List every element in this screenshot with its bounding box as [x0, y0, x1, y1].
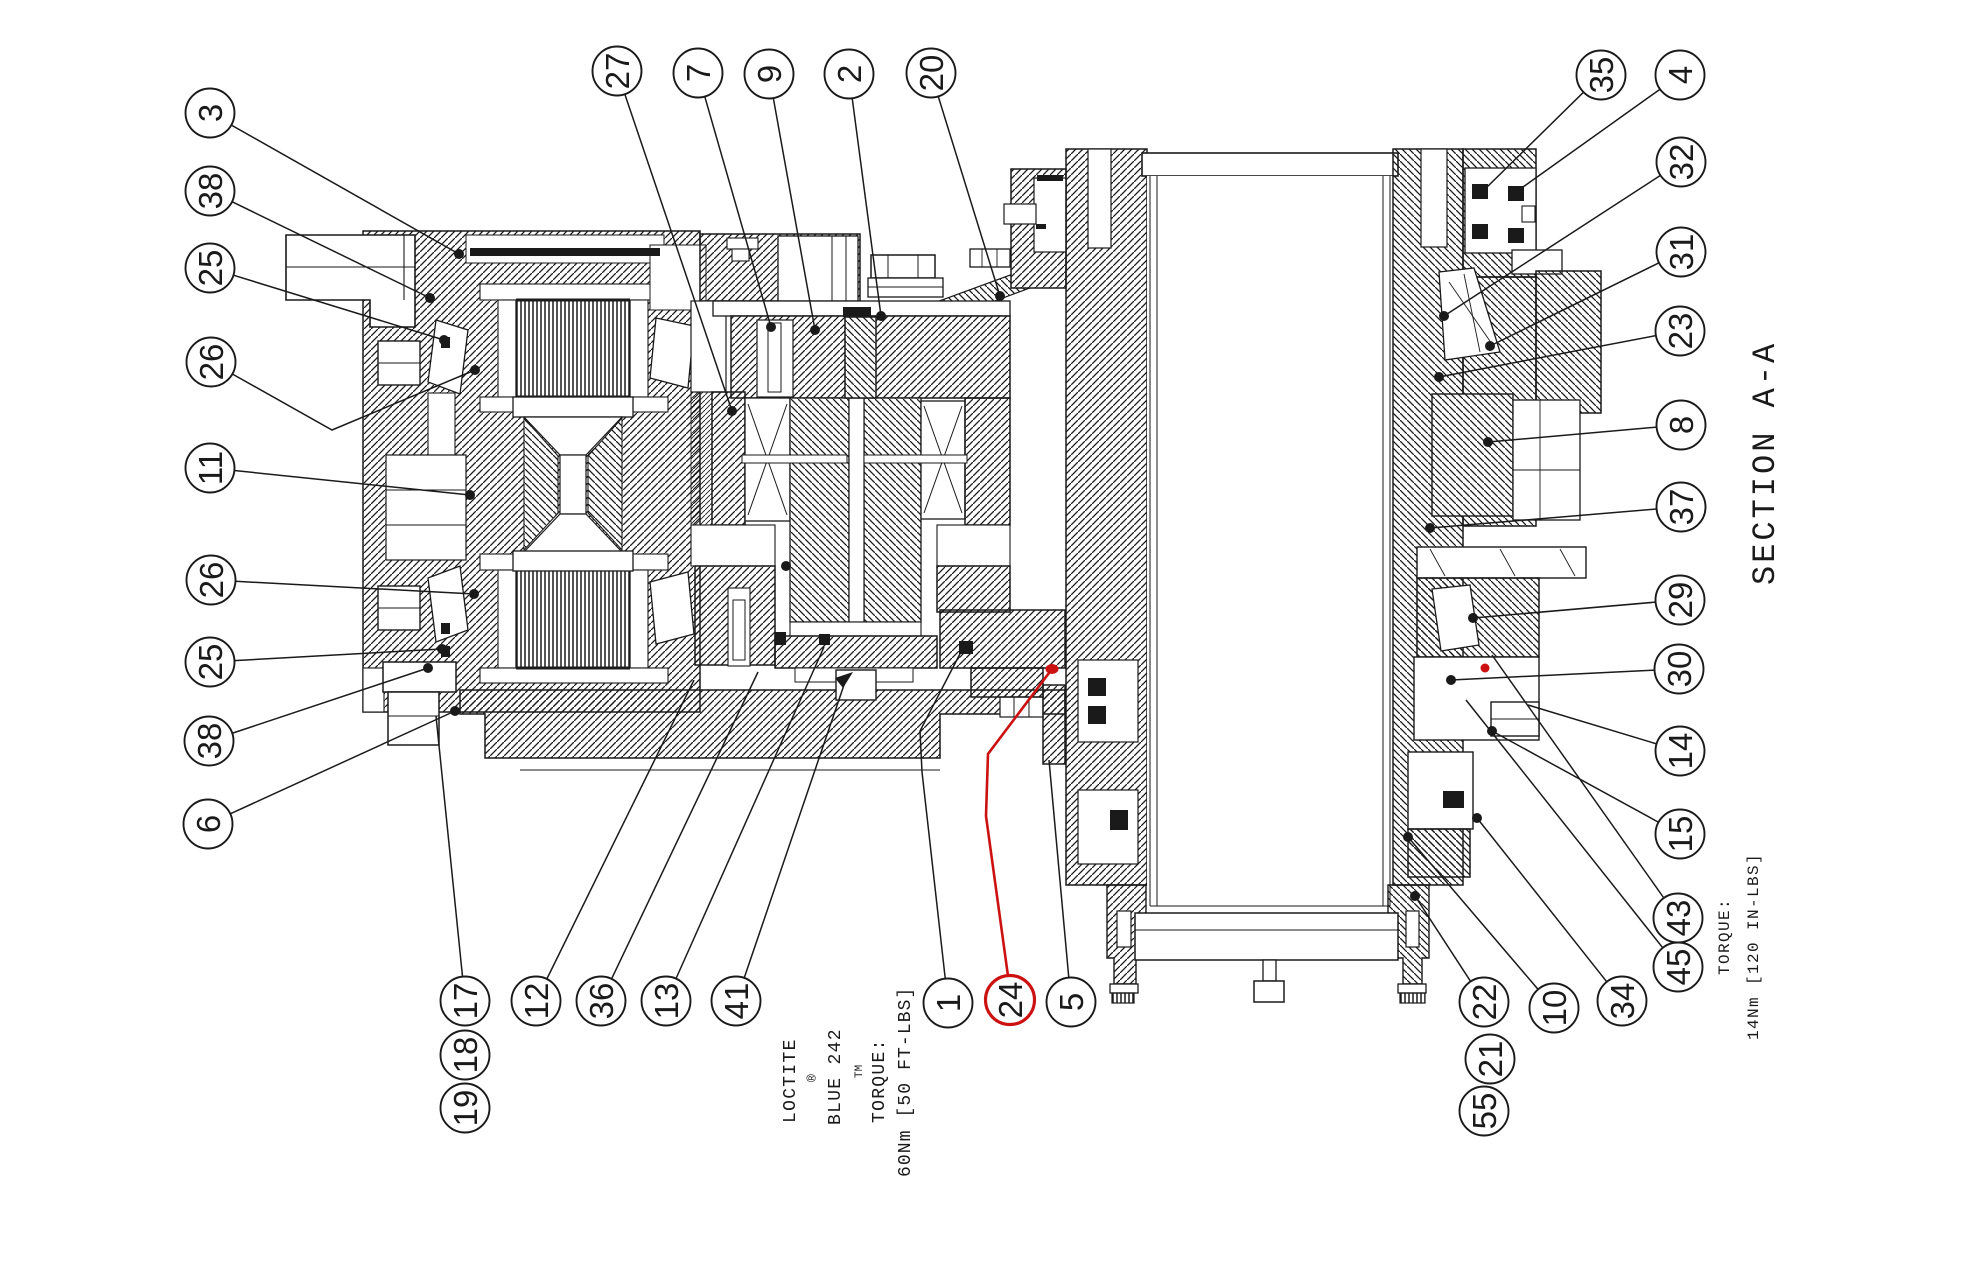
svg-text:14Nm [120 IN-LBS]: 14Nm [120 IN-LBS]: [1745, 853, 1763, 1040]
svg-text:41: 41: [718, 983, 755, 1020]
svg-text:21: 21: [1472, 1041, 1509, 1078]
svg-text:37: 37: [1663, 489, 1700, 526]
svg-text:55: 55: [1466, 1093, 1503, 1130]
svg-text:®: ®: [805, 1074, 820, 1082]
svg-text:26: 26: [193, 562, 230, 599]
svg-text:20: 20: [913, 55, 950, 92]
svg-text:29: 29: [1662, 582, 1699, 619]
svg-text:18: 18: [447, 1037, 484, 1074]
svg-text:17: 17: [447, 983, 484, 1020]
svg-text:25: 25: [192, 644, 229, 681]
svg-text:14: 14: [1662, 733, 1699, 770]
svg-text:38: 38: [192, 173, 229, 210]
svg-text:6: 6: [190, 815, 227, 833]
svg-text:38: 38: [191, 723, 228, 760]
svg-text:22: 22: [1466, 984, 1503, 1021]
svg-text:36: 36: [583, 983, 620, 1020]
svg-text:TORQUE:: TORQUE:: [1716, 898, 1734, 975]
svg-text:SECTION A-A: SECTION A-A: [1747, 341, 1784, 585]
svg-text:26: 26: [193, 344, 230, 381]
svg-text:31: 31: [1663, 234, 1700, 271]
svg-text:12: 12: [518, 983, 555, 1020]
svg-text:BLUE 242: BLUE 242: [826, 1028, 846, 1125]
svg-text:35: 35: [1583, 57, 1620, 94]
svg-text:13: 13: [648, 983, 685, 1020]
svg-text:7: 7: [680, 64, 717, 82]
svg-text:4: 4: [1662, 66, 1699, 84]
svg-text:2: 2: [831, 65, 868, 83]
svg-text:LOCTITE: LOCTITE: [781, 1038, 801, 1123]
svg-text:11: 11: [192, 451, 229, 485]
svg-text:45: 45: [1660, 949, 1697, 986]
svg-text:30: 30: [1661, 651, 1698, 688]
svg-text:9: 9: [751, 65, 788, 83]
svg-text:3: 3: [192, 104, 229, 122]
svg-text:34: 34: [1604, 983, 1641, 1020]
svg-text:5: 5: [1053, 993, 1090, 1011]
svg-text:24: 24: [992, 982, 1029, 1019]
svg-text:1: 1: [930, 994, 967, 1012]
svg-text:15: 15: [1662, 816, 1699, 853]
svg-text:60Nm [50 FT-LBS]: 60Nm [50 FT-LBS]: [896, 987, 916, 1177]
svg-text:25: 25: [192, 250, 229, 287]
svg-text:32: 32: [1663, 144, 1700, 181]
svg-text:19: 19: [447, 1090, 484, 1127]
svg-text:43: 43: [1660, 900, 1697, 937]
svg-text:8: 8: [1663, 416, 1700, 434]
svg-text:TORQUE:: TORQUE:: [870, 1038, 890, 1123]
svg-text:10: 10: [1536, 990, 1573, 1027]
svg-text:27: 27: [599, 53, 636, 90]
svg-text:23: 23: [1662, 313, 1699, 350]
svg-text:TM: TM: [854, 1065, 866, 1078]
